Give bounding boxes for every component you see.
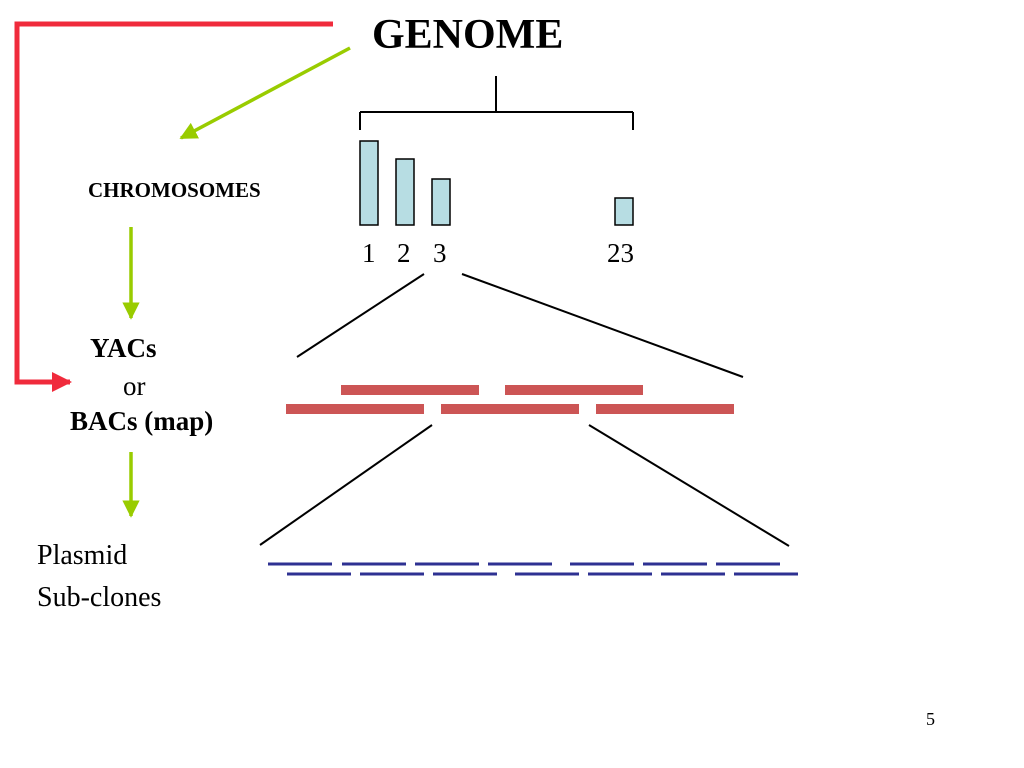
bac-segment (505, 385, 643, 395)
plasmid-label: Plasmid (37, 540, 128, 571)
bac-segment (341, 385, 479, 395)
chromosome-1-bar (359, 140, 379, 226)
page-number: 5 (926, 709, 935, 729)
genome-title: GENOME (372, 12, 564, 58)
chromosome-number-3: 3 (433, 238, 447, 268)
bac-segment (596, 404, 734, 414)
yacs-label: YACs (90, 333, 157, 363)
bacs-label: BACs (map) (70, 406, 214, 436)
chromosomes-label: CHROMOSOMES (88, 178, 261, 202)
chromosome-3-bar (431, 178, 451, 226)
chromosome-number-2: 2 (397, 238, 411, 268)
subclones-label: Sub-clones (37, 582, 162, 613)
zoom-line-right-upper (461, 273, 744, 378)
or-label: or (123, 371, 146, 401)
chromosome-number-1: 1 (362, 238, 376, 268)
zoom-line-left-upper (296, 273, 425, 358)
bac-segment (441, 404, 579, 414)
chromosome-23-bar (614, 197, 634, 226)
chromosome-number-23: 23 (607, 238, 634, 268)
zoom-line-left-lower (259, 424, 433, 546)
chromosome-2-bar (395, 158, 415, 226)
genome-bracket (359, 76, 634, 130)
plasmid-segments (268, 562, 798, 576)
bac-segment (286, 404, 424, 414)
bac-segments (286, 385, 734, 414)
genome-to-bacs-arrow (14, 21, 333, 392)
zoom-line-right-lower (588, 424, 790, 547)
genome-to-chromosomes-arrow (179, 46, 351, 140)
